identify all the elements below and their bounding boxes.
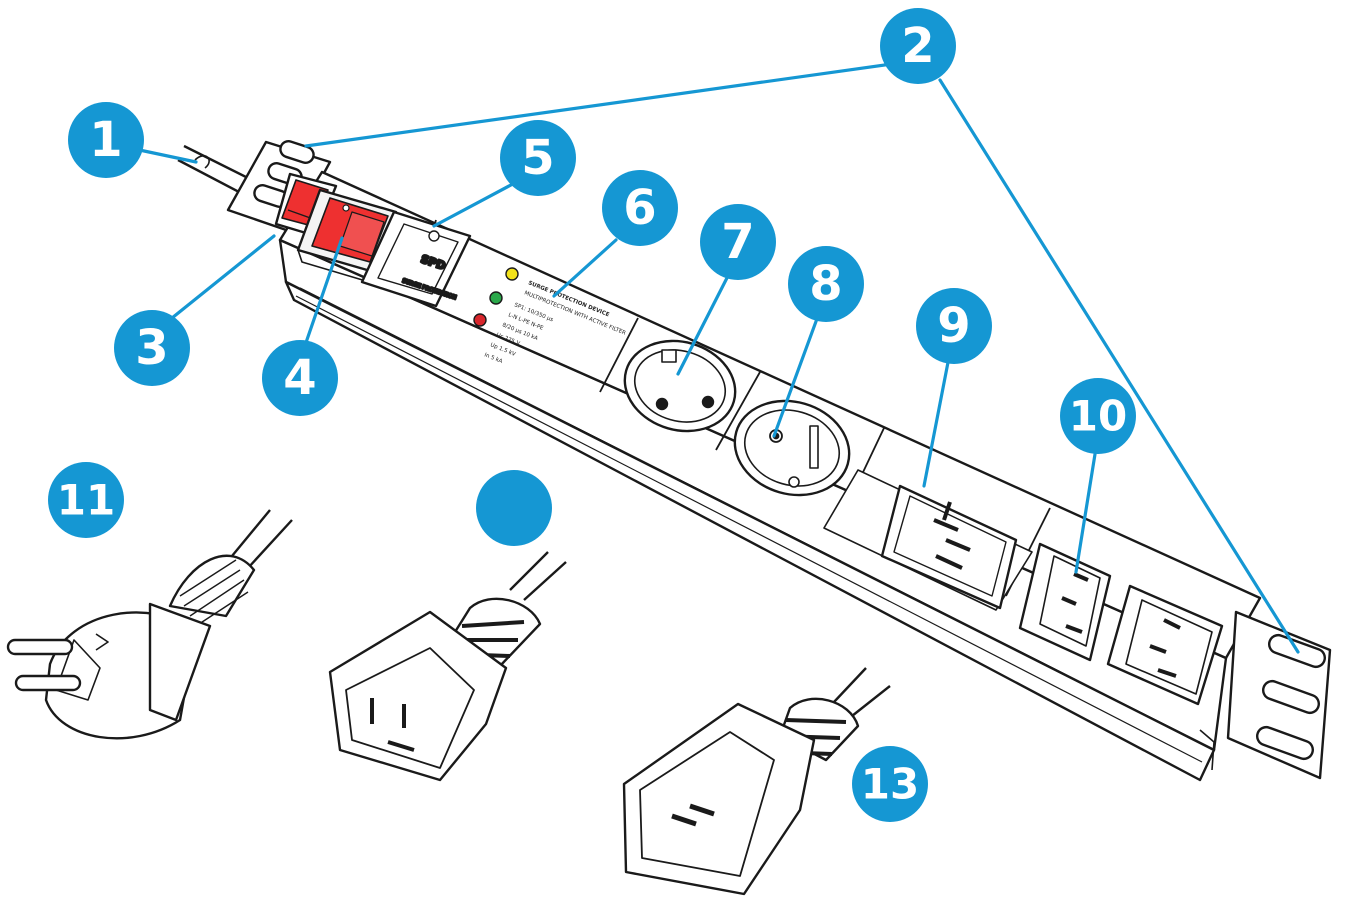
c19-socket[interactable]: [823, 469, 1033, 611]
c14-plug: [328, 551, 567, 782]
callout-6: 6: [602, 170, 678, 246]
spd-module: SPD SURGE PROTECTION: [360, 210, 472, 308]
svg-text:2: 2: [901, 18, 934, 74]
callout-2: 2: [880, 8, 956, 84]
svg-text:9: 9: [937, 298, 970, 354]
svg-text:8: 8: [809, 256, 842, 312]
callout-8: 8: [788, 246, 864, 322]
power-strip: SPD SURGE PROTECTION SURGE PROTECTION DE…: [177, 140, 1332, 782]
left-mounting-bracket: [226, 140, 332, 234]
callout-badges: 1 2 3 4 5 6 7 8: [48, 8, 1136, 822]
right-mounting-bracket: [1226, 610, 1332, 780]
svg-text:10: 10: [1069, 392, 1127, 441]
callout-11: 11: [48, 462, 124, 538]
main-power-switch[interactable]: [296, 188, 398, 285]
c20-plug: [622, 667, 891, 896]
svg-text:1: 1: [89, 112, 122, 168]
callout-10: 10: [1060, 378, 1136, 454]
callout-3: 3: [114, 310, 190, 386]
led-red: [473, 313, 487, 327]
french-socket[interactable]: [724, 388, 861, 508]
leader-lines: [128, 62, 1300, 654]
callout-12: [476, 470, 552, 546]
svg-text:13: 13: [861, 760, 919, 809]
callout-7: 7: [700, 204, 776, 280]
callout-5: 5: [500, 120, 576, 196]
svg-text:5: 5: [521, 130, 554, 186]
svg-text:11: 11: [57, 476, 115, 525]
c13-socket[interactable]: [1018, 542, 1112, 662]
led-green: [489, 291, 503, 305]
svg-text:7: 7: [721, 214, 754, 270]
led-yellow: [505, 267, 519, 281]
c13-socket-second[interactable]: [1106, 584, 1224, 706]
schuko-plug: [6, 509, 293, 740]
callout-13: 13: [852, 746, 928, 822]
svg-text:4: 4: [283, 350, 316, 406]
svg-text:3: 3: [135, 320, 168, 376]
callout-9: 9: [916, 288, 992, 364]
svg-text:6: 6: [623, 180, 656, 236]
callout-1: 1: [68, 102, 144, 178]
callout-4: 4: [262, 340, 338, 416]
